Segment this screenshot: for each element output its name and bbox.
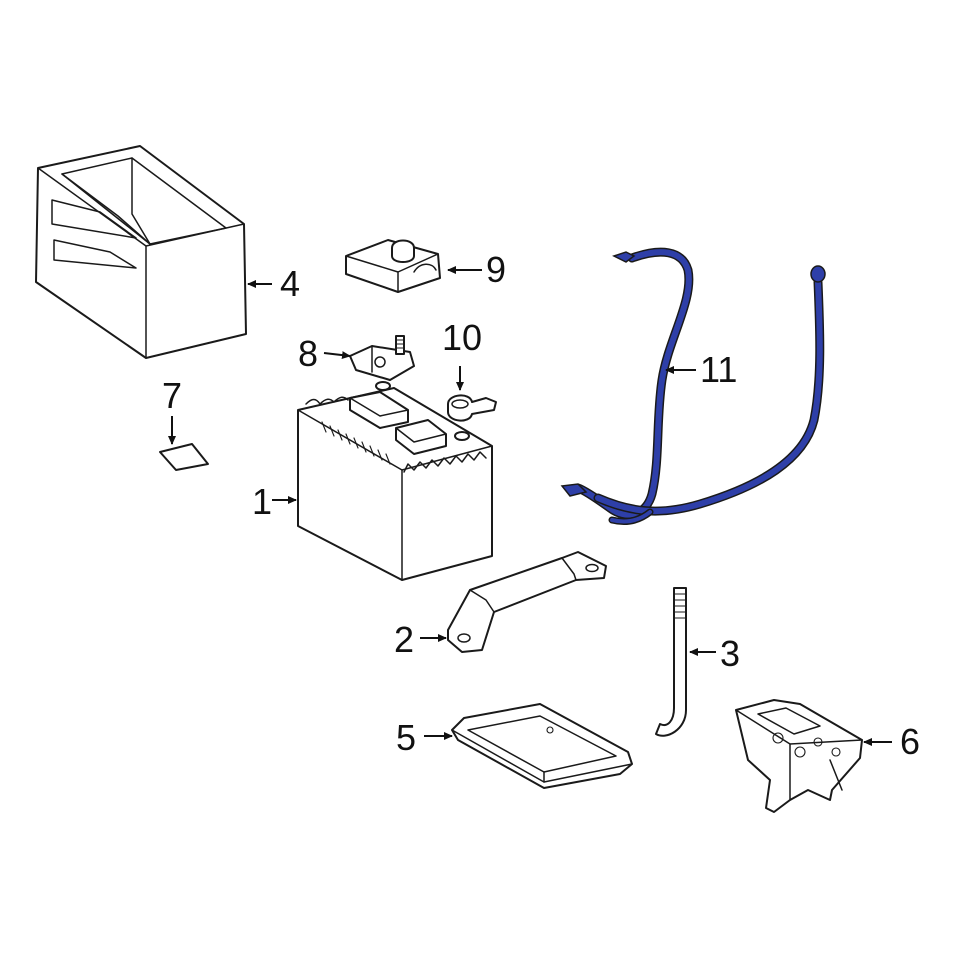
callout-9: 9 [486, 249, 506, 290]
callouts: 4 7 9 8 10 11 1 2 3 5 6 [162, 249, 920, 762]
part-10-terminal[interactable] [447, 394, 497, 422]
callout-11: 11 [700, 349, 737, 390]
part-4-battery-insulator[interactable] [35, 145, 247, 359]
part-3-j-bolt[interactable] [655, 587, 687, 737]
callout-7: 7 [162, 375, 182, 416]
part-1-battery[interactable] [297, 381, 493, 581]
part-7-label[interactable] [159, 443, 209, 471]
callout-3: 3 [720, 633, 740, 674]
callout-8: 8 [298, 333, 318, 374]
leader-lines [168, 266, 892, 746]
callout-1: 1 [252, 481, 272, 522]
callout-10: 10 [442, 317, 482, 358]
part-5-battery-tray[interactable] [451, 703, 633, 789]
part-6-support-bracket[interactable] [735, 699, 863, 813]
part-2-hold-down-bracket[interactable] [447, 551, 607, 653]
callout-5: 5 [396, 717, 416, 758]
part-11-ground-cable[interactable] [560, 247, 826, 526]
part-8-terminal-clamp[interactable] [349, 335, 415, 381]
part-9-terminal-cover[interactable] [345, 239, 441, 293]
callout-2: 2 [394, 619, 414, 660]
callout-6: 6 [900, 721, 920, 762]
callout-4: 4 [280, 263, 300, 304]
